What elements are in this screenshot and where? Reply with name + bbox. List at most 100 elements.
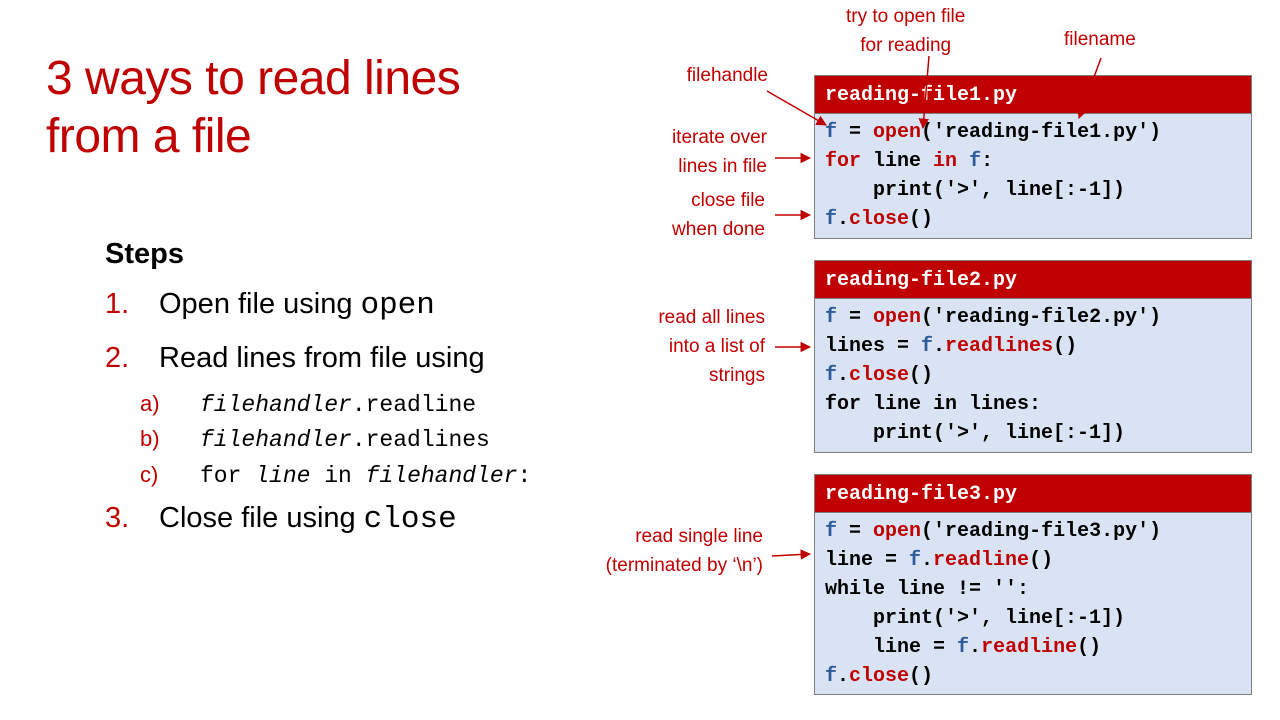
step-text: Close file using [159, 502, 356, 534]
code-token: print('>', line[:-1]) [825, 422, 1126, 445]
substep-italic-filehandler: filehandler [365, 463, 518, 489]
step-1: 1. Open file using open [105, 288, 435, 328]
annotation-line: (terminated by ‘\n’) [605, 555, 763, 576]
code-line: f = open('reading-file2.py') [825, 303, 1251, 332]
code-line: f.close() [825, 662, 1251, 691]
code-line: print('>', line[:-1]) [825, 604, 1251, 633]
code-token: ('reading-file3.py') [921, 520, 1162, 543]
code-token: line = [825, 549, 910, 572]
step-text: Open file using [159, 288, 353, 320]
code-token: for line in lines: [825, 393, 1042, 416]
code-token-var: f [825, 121, 838, 144]
annotation-read-all: read all lines into a list of strings [658, 303, 765, 390]
code-token: . [933, 335, 946, 358]
code-token-var: f [921, 335, 934, 358]
annotation-line: try to open file [846, 6, 966, 27]
substep-letter: a) [140, 391, 160, 416]
step-3: 3. Close file using close [105, 502, 457, 542]
code-token: . [837, 665, 850, 688]
annotation-line: read all lines [658, 307, 765, 328]
steps-heading: Steps [105, 238, 184, 270]
code-token-keyword: open [873, 306, 922, 329]
annotation-try-open: try to open file for reading [846, 2, 965, 60]
code-token-keyword: readline [933, 549, 1030, 572]
code-box-file2: reading-file2.py f = open('reading-file2… [814, 260, 1252, 453]
step-2: 2. Read lines from file using [105, 342, 485, 382]
annotation-read-single: read single line (terminated by ‘\n’) [606, 522, 763, 580]
substep-italic-line: line [255, 463, 311, 489]
code-line: f.close() [825, 361, 1251, 390]
step-code: close [363, 502, 457, 537]
code-token: . [969, 636, 982, 659]
annotation-line: close file [691, 190, 765, 211]
code-token: line = [825, 636, 958, 659]
arrow-read-single [771, 549, 812, 560]
annotation-line: iterate over [671, 127, 767, 148]
code-line: lines = f.readlines() [825, 332, 1251, 361]
code-token: = [837, 520, 874, 543]
substep-a: a) filehandler.readline [140, 391, 476, 421]
substep-pre: for [200, 463, 256, 489]
code-token-var: f [909, 549, 922, 572]
code-token: ('reading-file2.py') [921, 306, 1162, 329]
code-token: . [921, 549, 934, 572]
code-token: ('reading-file1.py') [921, 121, 1162, 144]
substep-italic: filehandler [200, 427, 352, 453]
substep-mid: in [310, 463, 366, 489]
step-number: 3. [105, 502, 130, 534]
substep-code: filehandler.readline [200, 392, 476, 418]
substep-post: : [517, 463, 532, 489]
code-token: line [861, 150, 934, 173]
code-line: line = f.readline() [825, 633, 1251, 662]
annotation-line: into a list of [668, 336, 765, 357]
substep-code: filehandler.readlines [200, 427, 490, 453]
annotation-filename: filename [1064, 29, 1136, 50]
code-box-file1: reading-file1.py f = open('reading-file1… [814, 75, 1252, 239]
code-token: print('>', line[:-1]) [825, 607, 1126, 630]
step-number: 2. [105, 342, 130, 374]
annotation-close: close file when done [672, 186, 765, 244]
annotation-line: strings [709, 365, 765, 386]
code-token: : [981, 150, 994, 173]
code-line: print('>', line[:-1]) [825, 176, 1251, 205]
code-line: for line in f: [825, 147, 1251, 176]
code-line: print('>', line[:-1]) [825, 419, 1251, 448]
code-token-keyword: close [849, 208, 910, 231]
code-token: = [837, 306, 874, 329]
code-token: () [1077, 636, 1102, 659]
annotation-iterate: iterate over lines in file [672, 123, 767, 181]
code-token-keyword: readlines [945, 335, 1054, 358]
code-token-var: f [825, 665, 838, 688]
code-token-keyword: open [873, 121, 922, 144]
code-token-var: f [825, 364, 838, 387]
code-box-body: f = open('reading-file2.py') lines = f.r… [815, 299, 1251, 452]
code-token-keyword: in [933, 150, 958, 173]
substep-rest: .readline [351, 392, 477, 418]
code-token-keyword: close [849, 364, 910, 387]
substep-letter: c) [140, 462, 159, 487]
annotation-line: lines in file [678, 156, 767, 177]
code-token: () [909, 665, 934, 688]
code-token: = [837, 121, 874, 144]
code-token: () [909, 364, 934, 387]
code-token-keyword: close [849, 665, 910, 688]
substep-letter: b) [140, 426, 160, 451]
code-box-header: reading-file1.py [815, 76, 1251, 114]
code-token [957, 150, 969, 173]
code-box-header: reading-file2.py [815, 261, 1251, 299]
step-text: Read lines from file using [159, 342, 485, 374]
code-line: f.close() [825, 205, 1251, 234]
annotation-line: read single line [635, 526, 763, 547]
code-token-keyword: open [873, 520, 922, 543]
code-token-keyword: for [825, 150, 862, 173]
substep-c: c) for line in filehandler: [140, 462, 531, 492]
code-box-body: f = open('reading-file1.py') for line in… [815, 114, 1251, 238]
step-code: open [360, 288, 435, 323]
code-box-file3: reading-file3.py f = open('reading-file3… [814, 474, 1252, 695]
code-token: while line != '': [825, 578, 1030, 601]
code-token-var: f [957, 636, 970, 659]
code-token: () [1053, 335, 1078, 358]
slide-title-line-1: 3 ways to read lines [46, 52, 461, 105]
code-line: f = open('reading-file3.py') [825, 517, 1251, 546]
substep-code: for line in filehandler: [200, 463, 531, 489]
